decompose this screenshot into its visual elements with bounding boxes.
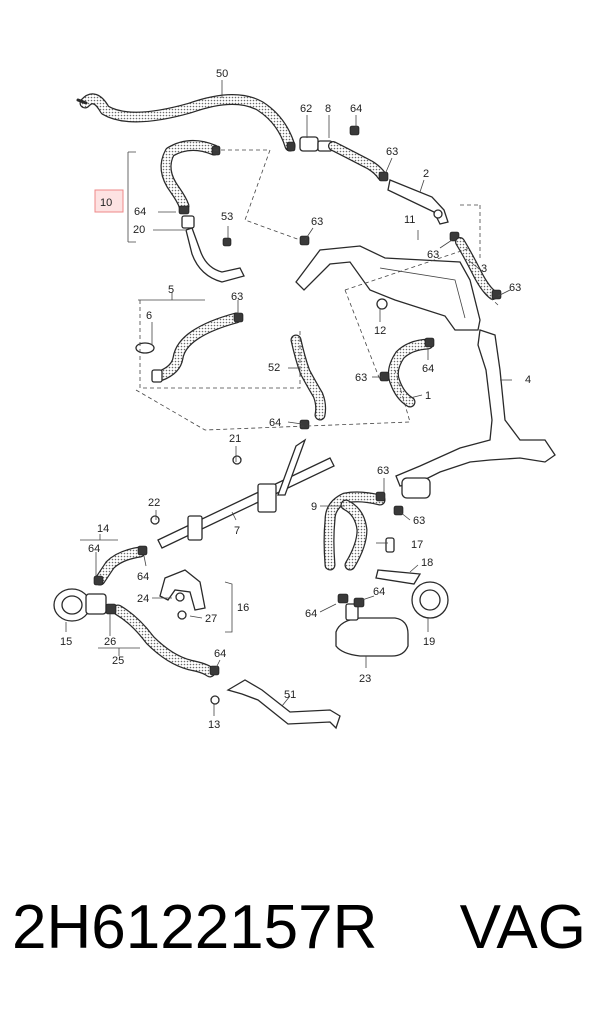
label-64i: 64 (214, 648, 226, 660)
label-19: 19 (423, 636, 435, 648)
label-17: 17 (411, 539, 423, 551)
label-63b: 63 (311, 216, 323, 228)
hose-to-pipe-2 (328, 141, 389, 182)
hose-5 (135, 312, 244, 383)
label-13: 13 (208, 719, 220, 731)
bracket-18 (375, 537, 422, 585)
label-25: 25 (112, 655, 124, 667)
label-8: 8 (325, 103, 331, 115)
label-64h: 64 (305, 608, 317, 620)
main-pipe-upper (295, 235, 481, 331)
label-64d: 64 (269, 417, 281, 429)
label-6: 6 (146, 310, 152, 322)
label-64b: 64 (134, 206, 146, 218)
label-20: 20 (133, 224, 145, 236)
hose-1 (379, 337, 435, 408)
hose-10 (160, 140, 221, 229)
label-4: 4 (525, 374, 531, 386)
label-2: 2 (423, 168, 429, 180)
hose-50 (76, 93, 296, 152)
label-64e: 64 (88, 543, 100, 555)
hose-25 (105, 603, 220, 678)
label-53: 53 (221, 211, 233, 223)
label-21: 21 (229, 433, 241, 445)
label-12: 12 (374, 325, 386, 337)
part-number: 2H6122157R (12, 893, 378, 962)
pump-23 (335, 593, 409, 657)
label-62: 62 (300, 103, 312, 115)
leader-lines (65, 80, 512, 716)
bracket-16 (159, 569, 206, 620)
callout-labels: 50 62 8 64 63 2 10 64 20 53 63 11 63 3 6… (60, 68, 531, 731)
label-15: 15 (60, 636, 72, 648)
hose-14 (93, 545, 148, 586)
label-16: 16 (237, 602, 249, 614)
housing-19 (411, 581, 449, 619)
label-63f: 63 (355, 372, 367, 384)
hose-52 (290, 334, 327, 430)
label-5: 5 (168, 284, 174, 296)
label-23: 23 (359, 673, 371, 685)
label-14: 14 (97, 523, 109, 535)
highlight-box-10 (94, 189, 124, 213)
bracket-4 (395, 329, 556, 487)
label-9: 9 (311, 501, 317, 513)
label-63e: 63 (231, 291, 243, 303)
label-63d: 63 (509, 282, 521, 294)
label-11: 11 (404, 214, 415, 226)
label-3: 3 (481, 263, 487, 275)
label-63g: 63 (377, 465, 389, 477)
label-64: 64 (350, 103, 362, 115)
pipe-7 (150, 438, 335, 549)
label-52: 52 (268, 362, 280, 374)
label-64f: 64 (137, 571, 149, 583)
label-63c: 63 (427, 249, 439, 261)
label-22: 22 (148, 497, 160, 509)
label-51: 51 (284, 689, 296, 701)
label-24: 24 (137, 593, 149, 605)
label-64c: 64 (422, 363, 434, 375)
label-64g: 64 (373, 586, 385, 598)
label-26: 26 (104, 636, 116, 648)
pipe-2 (387, 179, 460, 242)
label-7: 7 (234, 525, 240, 537)
pipe-20 (185, 227, 245, 283)
hose-3 (455, 237, 502, 300)
label-18: 18 (421, 557, 433, 569)
label-63h: 63 (413, 515, 425, 527)
coolant-hose-exploded-diagram: 50 62 8 64 63 2 10 64 20 53 63 11 63 3 6… (53, 68, 556, 731)
pipe-51 (210, 679, 341, 730)
brand-name: VAG (459, 893, 586, 962)
label-63: 63 (386, 146, 398, 158)
hose-9 (323, 477, 431, 571)
label-50: 50 (216, 68, 228, 80)
label-27: 27 (205, 613, 217, 625)
label-10: 10 (100, 197, 112, 209)
pump-15 (53, 588, 107, 622)
label-1: 1 (425, 390, 431, 402)
